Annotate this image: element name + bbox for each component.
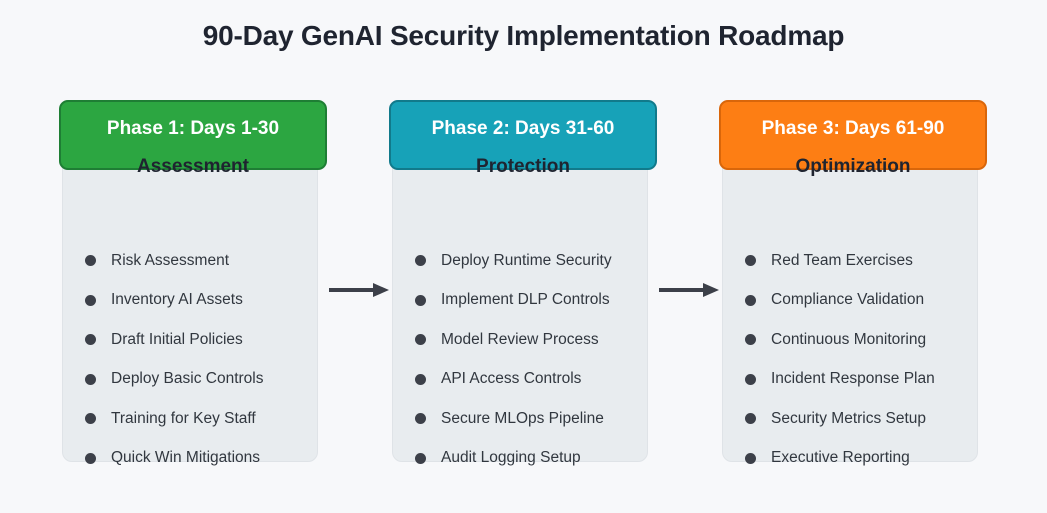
- bullet-icon: [85, 294, 96, 306]
- phase-3-header-title: Phase 3: Days 61-90: [761, 118, 945, 139]
- list-item-label: Audit Logging Setup: [441, 449, 581, 467]
- bullet-icon: [415, 413, 426, 425]
- phase-card-3: Red Team Exercises Compliance Validation…: [719, 100, 987, 470]
- list-item[interactable]: Incident Response Plan: [745, 360, 985, 400]
- phase-3-header[interactable]: Phase 3: Days 61-90: [719, 100, 987, 170]
- list-item-label: API Access Controls: [441, 370, 582, 388]
- bullet-icon: [85, 255, 96, 267]
- list-item[interactable]: Audit Logging Setup: [415, 439, 655, 479]
- phase-card-2-body: Deploy Runtime Security Implement DLP Co…: [392, 140, 648, 466]
- list-item[interactable]: Implement DLP Controls: [415, 281, 655, 321]
- bullet-icon: [745, 452, 756, 464]
- list-item-label: Deploy Basic Controls: [111, 370, 264, 388]
- list-item-label: Training for Key Staff: [111, 409, 256, 427]
- bullet-icon: [415, 373, 426, 385]
- list-item-label: Deploy Runtime Security: [441, 251, 612, 269]
- list-item[interactable]: Deploy Basic Controls: [85, 360, 325, 400]
- list-item[interactable]: Executive Reporting: [745, 439, 985, 479]
- list-item-label: Continuous Monitoring: [771, 330, 927, 348]
- list-item[interactable]: Security Metrics Setup: [745, 399, 985, 439]
- bullet-icon: [745, 294, 756, 306]
- list-item[interactable]: Secure MLOps Pipeline: [415, 399, 655, 439]
- list-item[interactable]: Continuous Monitoring: [745, 320, 985, 360]
- bullet-icon: [415, 334, 426, 346]
- phase-1-task-list: Risk Assessment Inventory AI Assets Draf…: [85, 241, 325, 478]
- list-item-label: Executive Reporting: [771, 449, 910, 467]
- list-item[interactable]: Risk Assessment: [85, 241, 325, 281]
- list-item-label: Security Metrics Setup: [771, 409, 927, 427]
- list-item-label: Compliance Validation: [771, 291, 925, 309]
- phase-1-header-title: Phase 1: Days 1-30: [106, 118, 280, 139]
- phase-card-1: Risk Assessment Inventory AI Assets Draf…: [59, 100, 327, 470]
- bullet-icon: [745, 373, 756, 385]
- list-item[interactable]: Model Review Process: [415, 320, 655, 360]
- bullet-icon: [85, 373, 96, 385]
- arrow-head-icon: [373, 283, 389, 297]
- bullet-icon: [745, 334, 756, 346]
- arrow-head-icon: [703, 283, 719, 297]
- phase-2-task-list: Deploy Runtime Security Implement DLP Co…: [415, 241, 655, 478]
- phase-3-subtitle: Optimization: [795, 156, 911, 177]
- phase-2-header-title: Phase 2: Days 31-60: [431, 118, 615, 139]
- bullet-icon: [745, 413, 756, 425]
- list-item[interactable]: Quick Win Mitigations: [85, 439, 325, 479]
- bullet-icon: [745, 255, 756, 267]
- list-item-label: Quick Win Mitigations: [111, 449, 261, 467]
- list-item-label: Secure MLOps Pipeline: [441, 409, 604, 427]
- list-item[interactable]: API Access Controls: [415, 360, 655, 400]
- list-item[interactable]: Compliance Validation: [745, 281, 985, 321]
- arrow-line: [329, 288, 377, 292]
- arrow-phase2-to-phase3: [659, 283, 721, 297]
- bullet-icon: [415, 255, 426, 267]
- list-item[interactable]: Red Team Exercises: [745, 241, 985, 281]
- phase-3-task-list: Red Team Exercises Compliance Validation…: [745, 241, 985, 478]
- list-item-label: Draft Initial Policies: [111, 330, 243, 348]
- list-item-label: Incident Response Plan: [771, 370, 935, 388]
- bullet-icon: [415, 452, 426, 464]
- bullet-icon: [85, 452, 96, 464]
- list-item-label: Risk Assessment: [111, 251, 230, 269]
- list-item-label: Model Review Process: [441, 330, 599, 348]
- arrow-line: [659, 288, 707, 292]
- phase-1-header[interactable]: Phase 1: Days 1-30: [59, 100, 327, 170]
- phase-1-subtitle: Assessment: [137, 156, 249, 177]
- list-item[interactable]: Deploy Runtime Security: [415, 241, 655, 281]
- list-item[interactable]: Training for Key Staff: [85, 399, 325, 439]
- bullet-icon: [85, 334, 96, 346]
- bullet-icon: [85, 413, 96, 425]
- phase-card-3-body: Red Team Exercises Compliance Validation…: [722, 140, 978, 466]
- list-item-label: Implement DLP Controls: [441, 291, 610, 309]
- phase-2-header[interactable]: Phase 2: Days 31-60: [389, 100, 657, 170]
- page-title: 90-Day GenAI Security Implementation Roa…: [202, 20, 845, 51]
- phase-card-2: Deploy Runtime Security Implement DLP Co…: [389, 100, 657, 470]
- list-item[interactable]: Draft Initial Policies: [85, 320, 325, 360]
- list-item[interactable]: Inventory AI Assets: [85, 281, 325, 321]
- phase-2-subtitle: Protection: [476, 156, 570, 177]
- list-item-label: Red Team Exercises: [771, 251, 913, 269]
- phase-card-1-body: Risk Assessment Inventory AI Assets Draf…: [62, 140, 318, 466]
- list-item-label: Inventory AI Assets: [111, 291, 243, 309]
- bullet-icon: [415, 294, 426, 306]
- arrow-phase1-to-phase2: [329, 283, 391, 297]
